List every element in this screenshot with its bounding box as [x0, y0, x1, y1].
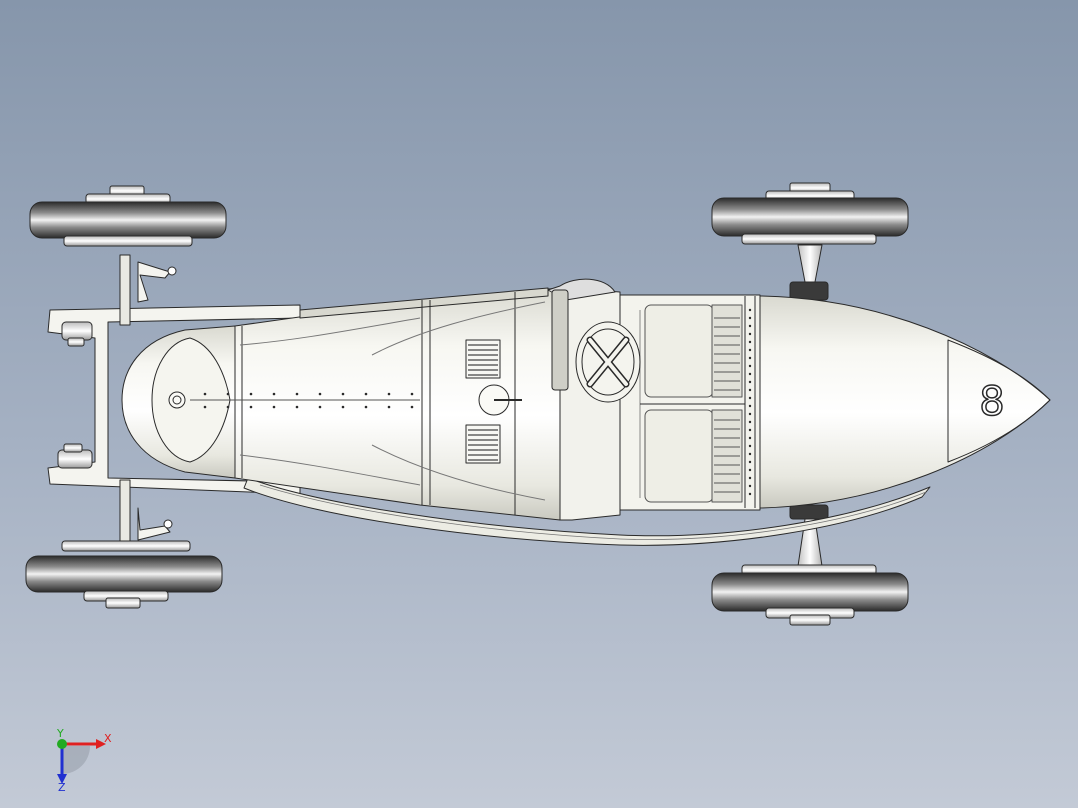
rivet: [748, 396, 752, 400]
car-number: 8: [979, 379, 1004, 425]
rivet: [341, 392, 345, 396]
rivet: [295, 405, 299, 409]
rivet: [318, 392, 322, 396]
x-axis-label: X: [104, 732, 112, 745]
rivet: [748, 460, 752, 464]
rivet: [341, 405, 345, 409]
rivet: [203, 405, 207, 409]
exhaust-pipe: [243, 477, 931, 546]
rivet: [295, 392, 299, 396]
rivet: [249, 405, 253, 409]
side-vent-bottom: [465, 424, 501, 464]
radiator-cap: [168, 391, 186, 409]
rivet: [410, 392, 414, 396]
rivet: [748, 452, 752, 456]
rivet: [410, 405, 414, 409]
rivet: [748, 316, 752, 320]
wheel-front-left[interactable]: [29, 185, 227, 247]
rivet: [748, 340, 752, 344]
z-arrow-head: [57, 774, 67, 784]
rear-axle: [789, 244, 829, 567]
rivet: [748, 380, 752, 384]
rivet: [249, 392, 253, 396]
rivet: [272, 392, 276, 396]
wheel-rear-left[interactable]: [711, 182, 909, 245]
y-axis-dot: [57, 739, 67, 749]
rivet: [226, 405, 230, 409]
rivet: [364, 392, 368, 396]
rivet: [748, 476, 752, 480]
rivet: [318, 405, 322, 409]
rivet-row: [203, 308, 752, 496]
rivet: [748, 364, 752, 368]
wheel-rear-right[interactable]: [711, 564, 909, 626]
radiator-cap-inner: [172, 395, 182, 405]
rivet: [364, 405, 368, 409]
rivet: [748, 372, 752, 376]
rivet: [748, 428, 752, 432]
coordinate-triad: X Y Z: [56, 728, 112, 792]
rivet: [748, 484, 752, 488]
rivet: [203, 392, 207, 396]
rivet: [748, 444, 752, 448]
rivet: [748, 356, 752, 360]
rivet: [748, 492, 752, 496]
rivet: [272, 405, 276, 409]
z-axis-label: Z: [58, 781, 66, 792]
seat-springs: [644, 304, 743, 503]
rivet: [748, 420, 752, 424]
body-panel-lines: [190, 292, 756, 515]
rivet: [748, 348, 752, 352]
rivet: [226, 392, 230, 396]
side-vent-top: [465, 339, 501, 379]
rivet: [748, 308, 752, 312]
triad-plane: [62, 746, 90, 774]
rivet: [748, 436, 752, 440]
steering-wheel[interactable]: [575, 321, 641, 403]
wheel-front-right[interactable]: [25, 540, 223, 609]
rivet: [748, 332, 752, 336]
rivet: [748, 404, 752, 408]
rivet: [748, 388, 752, 392]
rivet: [387, 405, 391, 409]
rivet: [748, 468, 752, 472]
rivet: [387, 392, 391, 396]
y-axis-label: Y: [56, 728, 64, 740]
x-arrow-head: [96, 739, 106, 749]
fuel-cap: [478, 384, 522, 416]
rivet: [748, 412, 752, 416]
rivet: [748, 324, 752, 328]
